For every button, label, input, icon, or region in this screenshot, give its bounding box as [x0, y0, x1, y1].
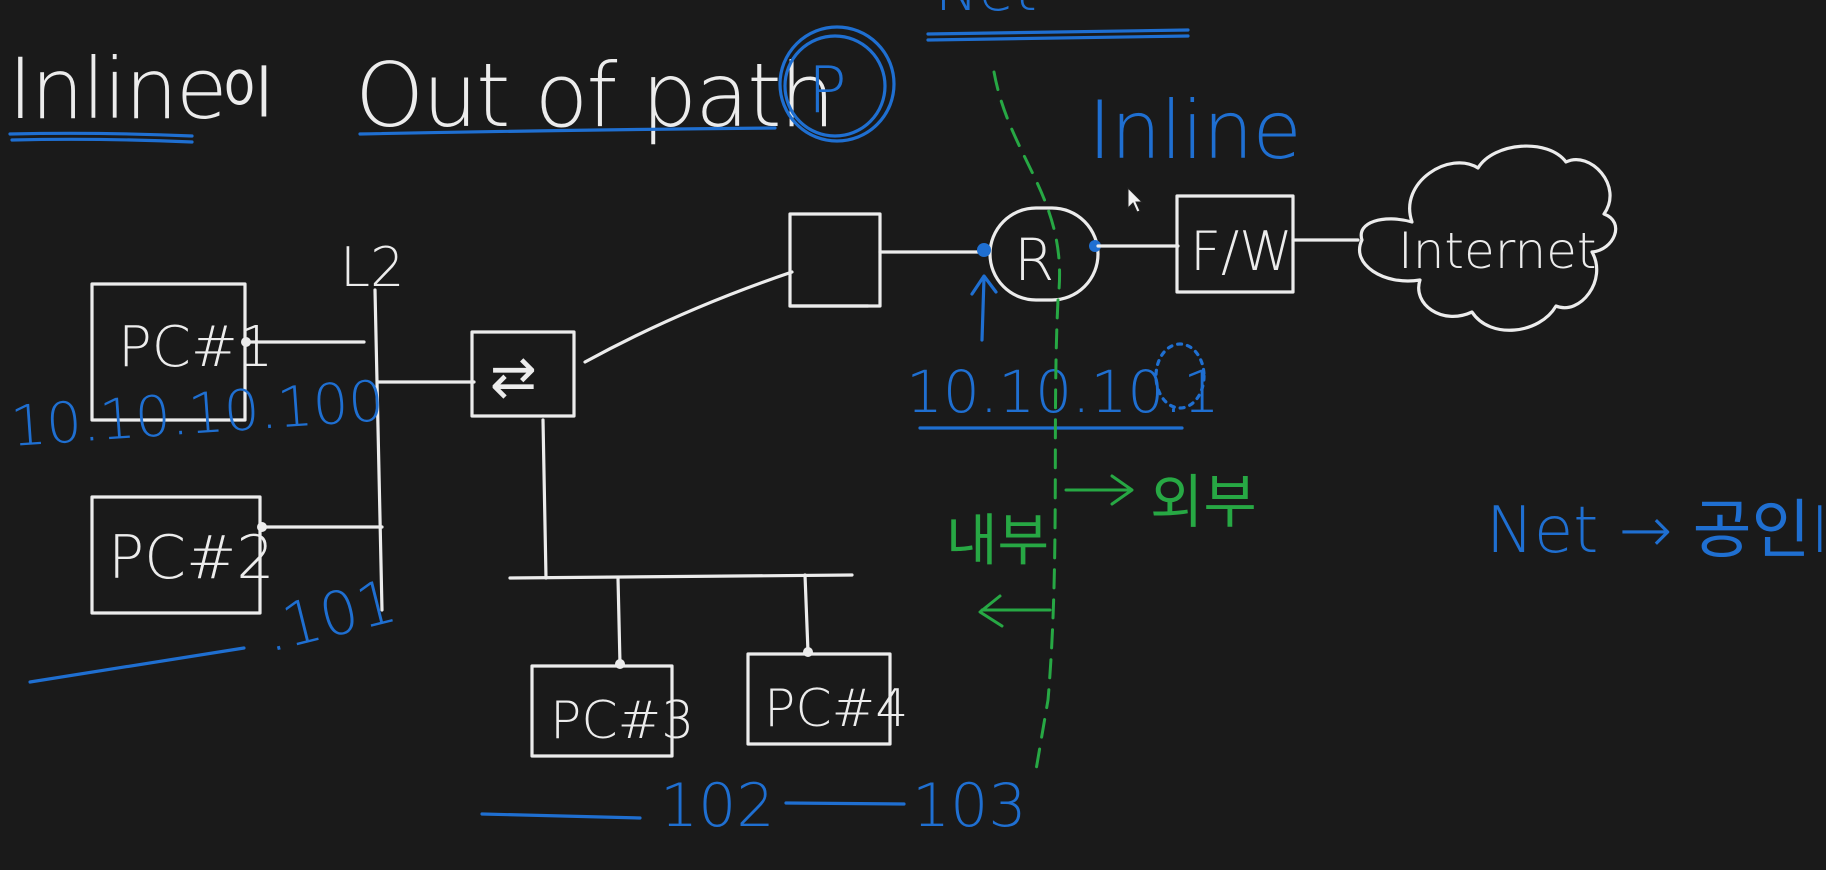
pc4-drop-line — [803, 573, 810, 654]
pc2-ip-address: .101 — [257, 566, 404, 666]
title-inline-suffix: 이 — [222, 61, 274, 126]
internet-cloud: Internet — [1358, 144, 1618, 332]
switch-box: ⇄ — [470, 330, 576, 418]
pc4-label: PC#4 — [764, 679, 908, 739]
pc4-ip-underline — [784, 801, 906, 806]
pc3-drop-line — [616, 576, 622, 666]
mouse-cursor-icon — [1127, 186, 1144, 213]
pc1-ip-address: 10.10.10.100 — [8, 369, 386, 460]
pc1-box: PC#1 — [90, 282, 273, 422]
l2-bus-line — [373, 288, 384, 612]
router-inside-port — [977, 243, 991, 257]
gateway-last-octet-circle — [1154, 342, 1206, 410]
title-out-of-path-underline — [358, 126, 777, 136]
pc4-ip-address: 103 — [912, 771, 1027, 841]
title-inline: Inline — [8, 40, 226, 138]
top-cut-text: Net — [935, 0, 1037, 24]
pc3-box: PC#3 — [530, 664, 694, 758]
outside-label: 외부 — [1150, 468, 1257, 536]
hub-box — [788, 212, 882, 308]
gateway-arrow-head — [970, 274, 998, 296]
inside-arrow-head — [978, 594, 1004, 628]
switch-to-hub-link — [583, 270, 794, 364]
router-outside-port — [1089, 240, 1101, 252]
pc2-ip-underline — [28, 646, 246, 684]
circled-mark-letter: P — [808, 54, 847, 128]
router-label: R — [1014, 226, 1054, 294]
outside-arrow-head — [1110, 474, 1134, 506]
circled-mark: P — [778, 25, 896, 143]
bottom-bus-line — [508, 573, 854, 580]
top-cut-underline — [926, 28, 1190, 42]
pc3-ip-underline — [480, 812, 642, 820]
inside-label: 내부 — [946, 509, 1049, 574]
gateway-arrow-shaft — [980, 276, 986, 342]
inline-heading: Inline — [1088, 84, 1301, 177]
pc4-box: PC#4 — [746, 652, 908, 746]
pc1-label: PC#1 — [118, 315, 273, 380]
pc3-ip-address: 102 — [660, 771, 775, 841]
internet-label: Internet — [1398, 222, 1597, 280]
firewall-label: F/W — [1190, 220, 1293, 283]
switch-to-bottom-bus-link — [541, 418, 548, 580]
router-node: R — [988, 206, 1100, 302]
firewall-box: F/W — [1175, 194, 1295, 294]
gateway-ip-address: 10.10.10.1 — [906, 358, 1220, 426]
nat-note: Net → 공인IP. — [1486, 494, 1826, 568]
pc2-label: PC#2 — [108, 523, 275, 593]
pc2-box: PC#2 — [90, 495, 275, 615]
l2-label: L2 — [340, 236, 404, 299]
pc3-label: PC#3 — [550, 691, 694, 751]
switch-symbol: ⇄ — [490, 345, 537, 410]
title-inline-underline — [8, 131, 194, 144]
